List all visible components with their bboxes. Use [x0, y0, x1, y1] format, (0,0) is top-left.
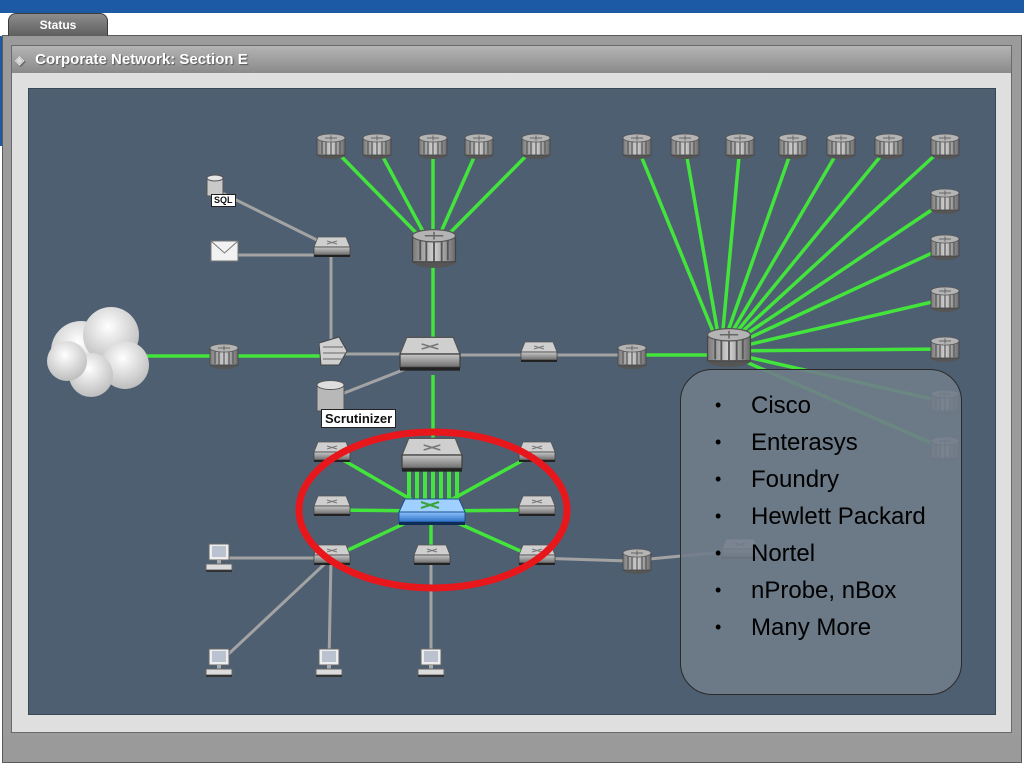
- network-icon: ◈: [15, 53, 25, 67]
- core-switch-icon: [398, 498, 466, 525]
- mail-server-icon: [210, 240, 239, 262]
- internet-cloud: [47, 307, 149, 397]
- status-bar: [3, 736, 1021, 762]
- network-panel: ◈ Corporate Network: Section E: [11, 45, 1012, 733]
- left-stripe: [0, 36, 3, 146]
- scrutinizer-server-icon: [316, 380, 345, 412]
- network-map: [47, 133, 960, 678]
- tab-status[interactable]: Status: [8, 13, 108, 36]
- vendor-item: Enterasys: [681, 429, 926, 466]
- sql-label: SQL: [211, 194, 236, 207]
- vendor-item: Nortel: [681, 540, 926, 577]
- top-bar-fill: [110, 13, 1024, 34]
- panel-title: Corporate Network: Section E: [35, 51, 248, 68]
- sql-database-icon: [206, 174, 224, 197]
- network-map-canvas: SQL Scrutinizer Cisco Enterasys Foundry …: [28, 88, 996, 715]
- panel-header: ◈ Corporate Network: Section E: [12, 46, 1011, 73]
- highlight-ring: [295, 428, 571, 592]
- vendor-item: Hewlett Packard: [681, 503, 926, 540]
- firewall-icon: [318, 336, 348, 366]
- vendor-item: Foundry: [681, 466, 926, 503]
- vendor-item: nProbe, nBox: [681, 577, 926, 614]
- vendor-list: Cisco Enterasys Foundry Hewlett Packard …: [681, 392, 926, 651]
- vendor-item: Cisco: [681, 392, 926, 429]
- vendor-list-callout: Cisco Enterasys Foundry Hewlett Packard …: [680, 369, 962, 695]
- top-bar: [0, 0, 1024, 13]
- scrutinizer-label: Scrutinizer: [321, 409, 397, 428]
- vendor-item: Many More: [681, 614, 926, 651]
